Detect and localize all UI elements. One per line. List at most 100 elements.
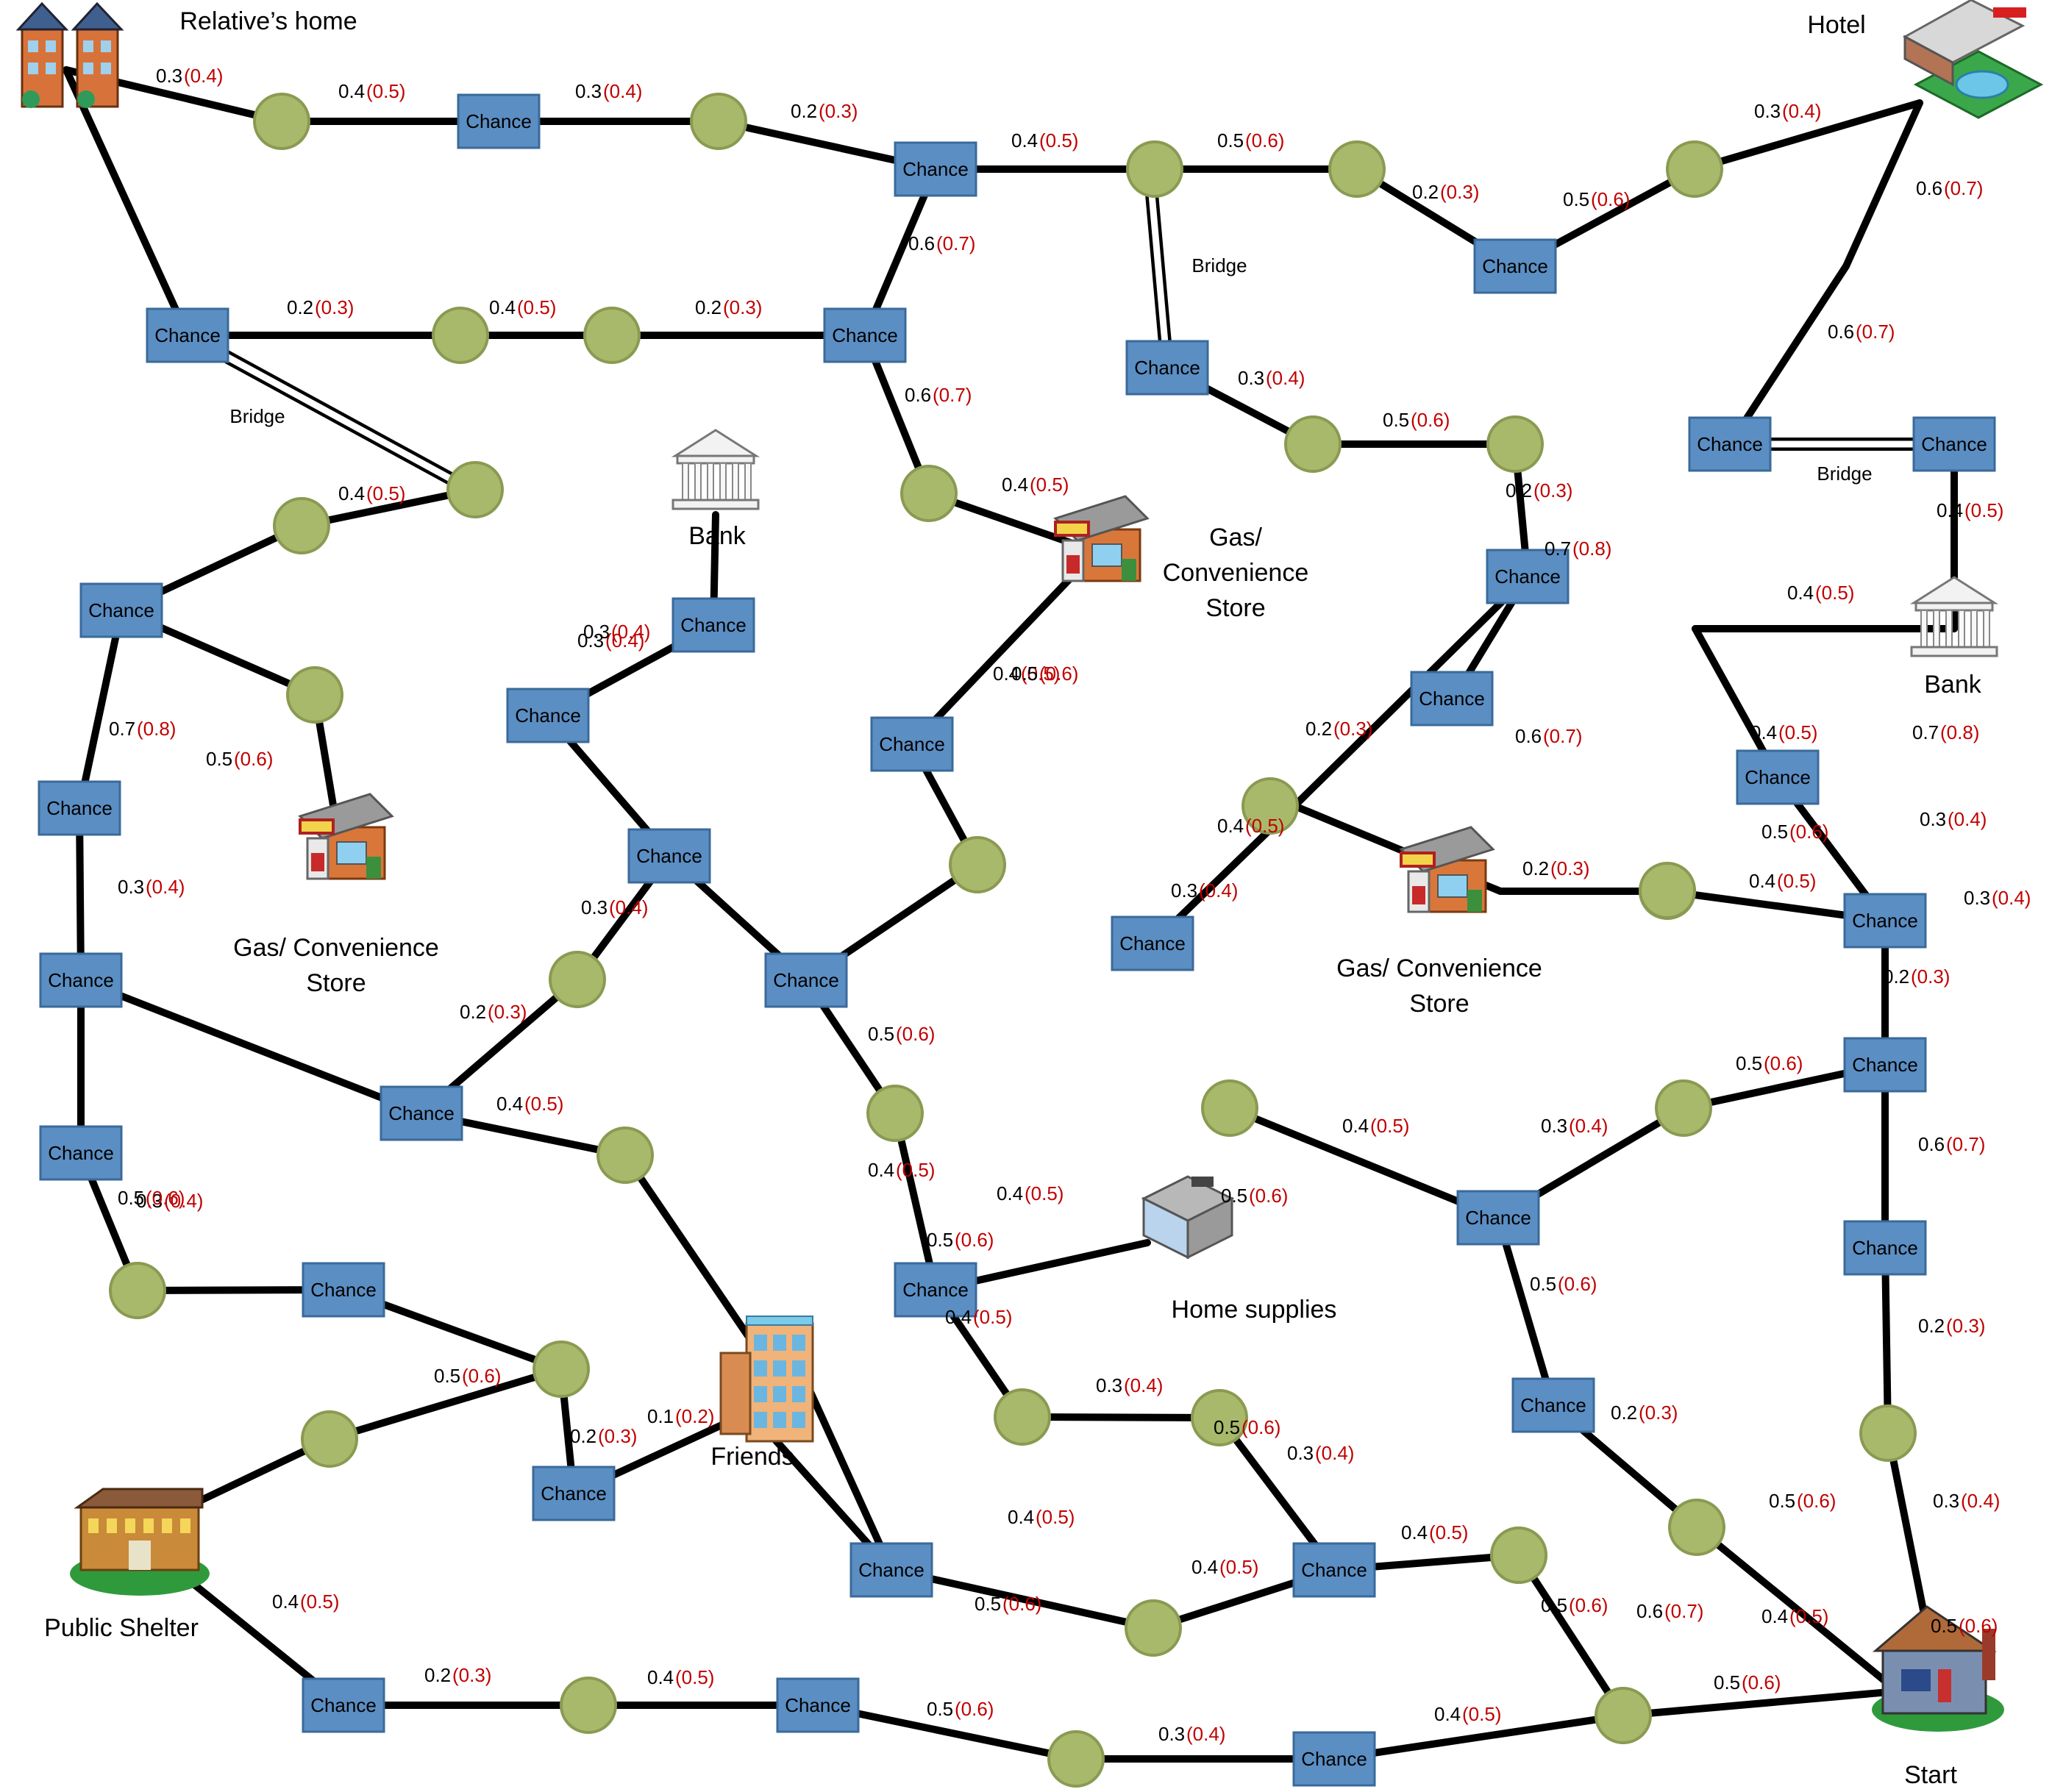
chance-box[interactable]	[1843, 1220, 1927, 1276]
chance-node[interactable]: Chance	[1456, 1190, 1540, 1246]
chance-node[interactable]: Chance	[1843, 893, 1927, 949]
chance-box[interactable]	[1843, 1037, 1927, 1093]
chance-node[interactable]: Chance	[38, 780, 121, 836]
chance-node[interactable]: Chance	[146, 307, 229, 363]
chance-node[interactable]: Chance	[1843, 1220, 1927, 1276]
chance-node[interactable]: Chance	[457, 93, 541, 149]
waypoint-node[interactable]	[532, 1341, 590, 1398]
chance-box[interactable]	[1410, 671, 1494, 727]
chance-node[interactable]: Chance	[1111, 915, 1194, 971]
chance-node[interactable]: Chance	[39, 1125, 123, 1181]
chance-node[interactable]: Chance	[627, 828, 711, 884]
chance-box[interactable]	[671, 597, 755, 653]
chance-box[interactable]	[39, 952, 123, 1008]
chance-box[interactable]	[894, 141, 977, 197]
chance-node[interactable]: Chance	[870, 716, 954, 772]
waypoint-node[interactable]	[286, 666, 343, 724]
chance-node[interactable]: Chance	[1511, 1377, 1595, 1433]
waypoint-node[interactable]	[1486, 415, 1544, 473]
chance-box[interactable]	[894, 1262, 977, 1318]
chance-box[interactable]	[380, 1085, 463, 1141]
waypoint-node[interactable]	[1241, 777, 1299, 835]
chance-node[interactable]: Chance	[894, 1262, 977, 1318]
chance-box[interactable]	[1843, 893, 1927, 949]
waypoint-node[interactable]	[690, 93, 747, 150]
waypoint-node[interactable]	[900, 465, 958, 522]
waypoint-node[interactable]	[1328, 140, 1386, 198]
waypoint-node[interactable]	[866, 1085, 924, 1142]
chance-node[interactable]: Chance	[79, 582, 163, 638]
chance-node[interactable]: Chance	[39, 952, 123, 1008]
waypoint-node[interactable]	[432, 307, 489, 364]
chance-box[interactable]	[764, 952, 848, 1008]
chance-node[interactable]: Chance	[1688, 416, 1772, 472]
waypoint-node[interactable]	[1126, 140, 1183, 198]
waypoint-node[interactable]	[949, 836, 1006, 893]
chance-box[interactable]	[1688, 416, 1772, 472]
chance-node[interactable]: Chance	[776, 1677, 860, 1733]
chance-box[interactable]	[1486, 549, 1570, 604]
chance-node[interactable]: Chance	[764, 952, 848, 1008]
waypoint-node[interactable]	[1047, 1730, 1105, 1788]
waypoint-node[interactable]	[596, 1127, 654, 1184]
chance-box[interactable]	[1292, 1542, 1376, 1598]
chance-box[interactable]	[457, 93, 541, 149]
chance-box[interactable]	[1736, 749, 1820, 805]
chance-box[interactable]	[146, 307, 229, 363]
chance-box[interactable]	[823, 307, 907, 363]
chance-node[interactable]: Chance	[1912, 416, 1996, 472]
chance-box[interactable]	[302, 1262, 385, 1318]
chance-box[interactable]	[1292, 1731, 1376, 1787]
waypoint-node[interactable]	[1668, 1499, 1725, 1556]
chance-box[interactable]	[776, 1677, 860, 1733]
waypoint-node[interactable]	[1859, 1404, 1917, 1462]
chance-box[interactable]	[302, 1677, 385, 1733]
chance-box[interactable]	[870, 716, 954, 772]
chance-box[interactable]	[79, 582, 163, 638]
waypoint-node[interactable]	[583, 307, 641, 364]
waypoint-node[interactable]	[1191, 1389, 1248, 1446]
waypoint-node[interactable]	[549, 951, 606, 1008]
chance-node[interactable]: Chance	[1486, 549, 1570, 604]
waypoint-node[interactable]	[109, 1262, 166, 1319]
chance-node[interactable]: Chance	[1736, 749, 1820, 805]
waypoint-node[interactable]	[560, 1677, 617, 1734]
chance-node[interactable]: Chance	[1292, 1731, 1376, 1787]
waypoint-node[interactable]	[1201, 1079, 1258, 1137]
waypoint-node[interactable]	[1639, 862, 1696, 919]
chance-box[interactable]	[1125, 340, 1209, 396]
chance-box[interactable]	[1473, 238, 1557, 294]
chance-node[interactable]: Chance	[302, 1677, 385, 1733]
chance-node[interactable]: Chance	[894, 141, 977, 197]
chance-node[interactable]: Chance	[823, 307, 907, 363]
chance-node[interactable]: Chance	[302, 1262, 385, 1318]
chance-box[interactable]	[532, 1466, 616, 1521]
waypoint-node[interactable]	[446, 461, 504, 518]
chance-node[interactable]: Chance	[380, 1085, 463, 1141]
waypoint-node[interactable]	[273, 497, 330, 554]
chance-node[interactable]: Chance	[849, 1542, 933, 1598]
chance-box[interactable]	[38, 780, 121, 836]
chance-node[interactable]: Chance	[1410, 671, 1494, 727]
chance-box[interactable]	[1511, 1377, 1595, 1433]
chance-node[interactable]: Chance	[1292, 1542, 1376, 1598]
waypoint-node[interactable]	[301, 1410, 358, 1468]
waypoint-node[interactable]	[1284, 415, 1342, 473]
chance-box[interactable]	[1456, 1190, 1540, 1246]
chance-box[interactable]	[849, 1542, 933, 1598]
chance-box[interactable]	[506, 688, 590, 743]
waypoint-node[interactable]	[253, 93, 310, 150]
waypoint-node[interactable]	[1655, 1079, 1712, 1137]
chance-node[interactable]: Chance	[1473, 238, 1557, 294]
chance-node[interactable]: Chance	[532, 1466, 616, 1521]
waypoint-node[interactable]	[1666, 140, 1723, 198]
chance-node[interactable]: Chance	[1843, 1037, 1927, 1093]
chance-box[interactable]	[627, 828, 711, 884]
chance-box[interactable]	[1912, 416, 1996, 472]
chance-box[interactable]	[39, 1125, 123, 1181]
chance-node[interactable]: Chance	[671, 597, 755, 653]
chance-box[interactable]	[1111, 915, 1194, 971]
waypoint-node[interactable]	[1490, 1527, 1547, 1584]
chance-node[interactable]: Chance	[506, 688, 590, 743]
chance-node[interactable]: Chance	[1125, 340, 1209, 396]
